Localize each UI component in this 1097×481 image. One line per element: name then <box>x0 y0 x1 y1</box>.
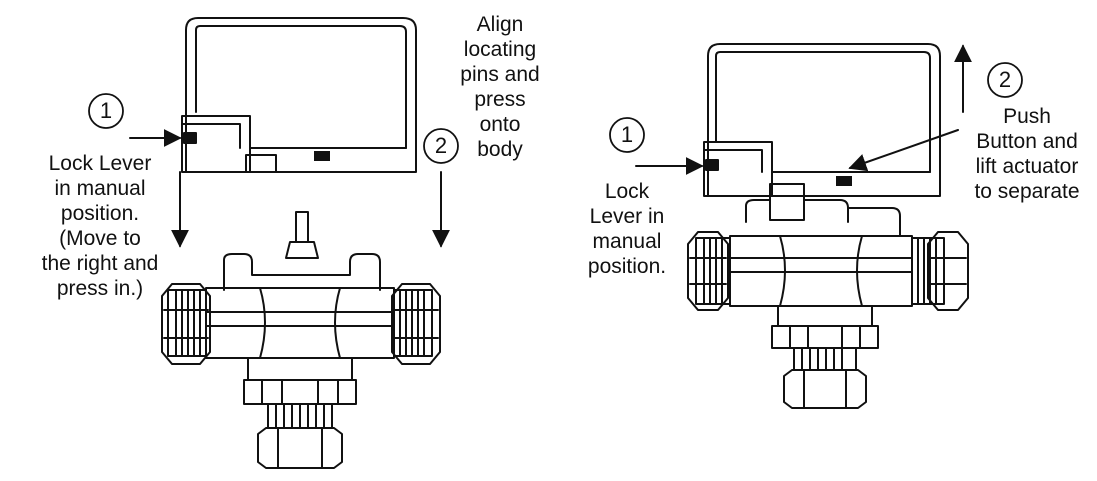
remove-step1-circle <box>609 117 645 153</box>
install-step1-label: Lock Lever in manual position. (Move to … <box>10 151 190 301</box>
install-step2-label: Align locating pins and press onto body <box>445 12 555 162</box>
install-step1-line: in manual <box>54 177 146 200</box>
install-step2-number: 2 <box>434 133 448 158</box>
install-step2-line: locating <box>463 38 537 61</box>
install-step1-line: Lock Lever <box>48 152 152 175</box>
remove-step1-line: position. <box>587 255 667 278</box>
install-step2-line: pins and <box>460 63 540 86</box>
remove-valve-body <box>687 183 969 409</box>
remove-step1-label: Lock Lever in manual position. <box>572 179 682 279</box>
install-step2-line: Align <box>476 13 524 36</box>
remove-button-arrow <box>848 129 959 172</box>
install-step2-line: press <box>474 88 526 111</box>
install-step2-circle <box>423 128 459 164</box>
remove-step1-line: Lever in <box>589 205 665 228</box>
remove-actuator-head <box>703 43 941 197</box>
install-step2-line: body <box>477 138 523 161</box>
remove-step2-line: to separate <box>974 180 1080 203</box>
remove-arrows <box>609 44 1023 175</box>
remove-step2-line: lift actuator <box>975 155 1079 178</box>
install-step1-line: the right and <box>41 252 159 275</box>
remove-step2-circle <box>987 62 1023 98</box>
remove-step2-line: Push <box>1003 105 1051 128</box>
install-step1-line: position. <box>60 202 140 225</box>
install-step1-line: (Move to <box>59 227 141 250</box>
install-step1-line: press in.) <box>56 277 144 300</box>
install-step2-line: onto <box>479 113 521 136</box>
install-actuator-head <box>181 17 417 173</box>
install-arrows <box>88 93 459 248</box>
install-valve-body <box>161 211 441 469</box>
remove-step2-number: 2 <box>998 67 1012 92</box>
remove-step2-label: Push Button and lift actuator to separat… <box>960 104 1094 204</box>
install-step1-number: 1 <box>99 98 113 123</box>
remove-step1-line: Lock <box>604 180 650 203</box>
remove-step1-line: manual <box>592 230 662 253</box>
install-step1-circle <box>88 93 124 129</box>
remove-step1-number: 1 <box>620 122 634 147</box>
remove-step2-line: Button and <box>976 130 1078 153</box>
